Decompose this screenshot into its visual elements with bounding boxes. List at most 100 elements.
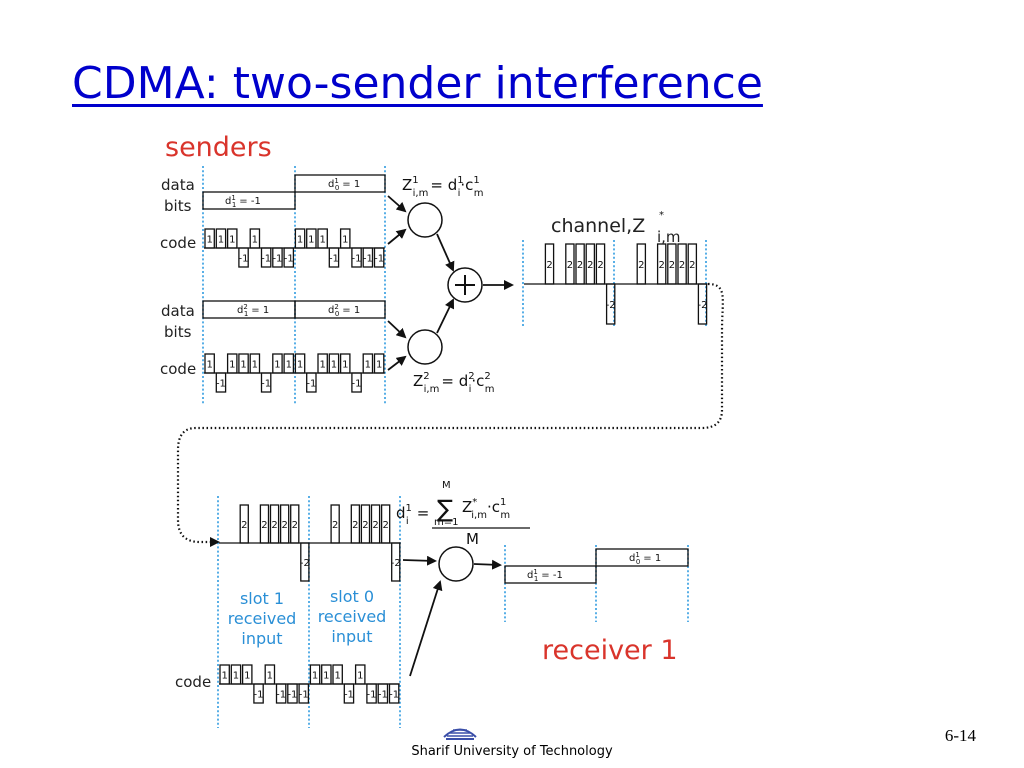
received-input-chip-label: 2 [261,520,267,531]
sender1-code-chip [362,247,374,268]
received-input-chip [239,504,249,544]
channel-chip [697,283,708,325]
channel-chip [667,243,677,285]
received-input-chip [300,542,310,582]
received-input-chip-label: 2 [332,520,338,531]
slot0-label-line1: slot 0 [330,587,374,606]
channel-chip-label: 2 [577,260,583,271]
code1-to-mult-arrow [387,228,407,245]
sender2-code-chip-label: 1 [319,360,325,371]
receiver-code-chip [332,664,343,685]
receiver-code-chip-label: -1 [389,690,399,701]
received-input-chip-label: 2 [292,520,298,531]
channel-chip-label: -2 [606,300,616,311]
page-number: 6-14 [944,726,976,745]
receiver-code-chip-label: -1 [344,690,354,701]
receiver-code-chip [366,683,377,704]
sender1-code-chip [283,247,295,268]
decode-sum-bottom: m=1 [434,517,458,528]
sender1-code-chip-label: 1 [218,235,224,246]
sender1-code-chip [260,247,272,268]
sender2-code-chip-label: 1 [274,360,280,371]
sender1-code-chip-label: 1 [252,235,258,246]
receiver-code-chip-label: -1 [254,690,264,701]
sender2-code-chip-label: -1 [261,379,271,390]
sender2-code-chip [362,353,374,374]
received-input-chip-label: 2 [362,520,368,531]
sender1-code-chip [339,228,351,249]
sender2-code-chip [351,372,362,393]
sender2-bit-slot1-box [202,300,296,319]
sender2-code-chip [373,353,385,374]
sender2-code-chip [339,353,351,374]
channel-label-sup: * [659,210,664,221]
received-input-chip-label: 2 [281,520,287,531]
channel-chip [565,243,575,285]
sender2-code-chip [226,353,238,374]
received-input-chip [370,504,381,544]
sender2-code-chip [294,353,306,374]
slot0-label-line2: received [318,607,387,626]
sender1-code-chip-label: 1 [342,235,348,246]
received-input-chip [391,542,401,582]
sender2-code-chip [272,353,283,374]
sender2-code-chip [317,353,328,374]
received-input-chip [290,504,300,544]
receiver-code-chip [354,664,366,685]
sender2-code-chip-label: 1 [229,360,235,371]
sender2-code-chip [249,353,261,374]
receiver-code-chip-label: 1 [323,671,329,682]
sender1-code-chip-label: -1 [374,254,384,265]
sender1-code-chip-label: 1 [229,235,235,246]
slot0-label-line3: input [331,627,372,646]
code2-to-mult-arrow [387,355,407,371]
channel-chip-label: 2 [597,260,603,271]
sender1-code-label: code [160,234,196,252]
channel-chip [677,243,687,285]
received-input-chip-label: 2 [352,520,358,531]
sender2-code-chip-label: 1 [297,360,303,371]
sender1-code-chip-label: -1 [261,254,271,265]
connector-arrowhead [210,537,220,547]
channel-chip [636,243,647,285]
received-input-chip [259,504,270,544]
sender1-code-chip-label: 1 [319,235,325,246]
channel-chip-label: 2 [546,260,552,271]
slot1-label-line1: slot 1 [240,589,284,608]
slide-title: CDMA: two-sender interference [72,58,763,109]
sender1-code-chip [249,228,261,249]
receiver-code-chip [287,683,298,704]
receiver-code-chip-label: -1 [378,690,388,701]
channel-chip [605,283,616,325]
senders-label: senders [165,132,272,163]
sender2-code-chip-label: -1 [216,379,226,390]
received-input-chip [350,504,361,544]
channel-label: channel,Z [551,215,645,237]
sender2-code-chip [215,372,227,393]
sender1-code-chip [204,228,215,249]
sender2-code-chip-label: 1 [376,360,382,371]
channel-chip [544,243,555,285]
receiver-code-chip-label: -1 [287,690,297,701]
decode-sum-top: M [442,480,451,491]
university-logo [443,728,477,740]
channel-chip [595,243,606,285]
sender1-data-label: data [161,176,195,194]
sender1-code-chip [306,228,317,249]
sender2-code-chip-label: 1 [365,360,371,371]
receiver-code-chip-label: -1 [299,690,309,701]
sender1-multiplier-node [407,202,443,238]
sender2-data-label: data [161,302,195,320]
mult2-to-adder-arrow [436,298,455,334]
sender1-code-chip-label: 1 [297,235,303,246]
sender1-code-chip-label: -1 [284,254,294,265]
sender2-code-chip [204,353,215,374]
